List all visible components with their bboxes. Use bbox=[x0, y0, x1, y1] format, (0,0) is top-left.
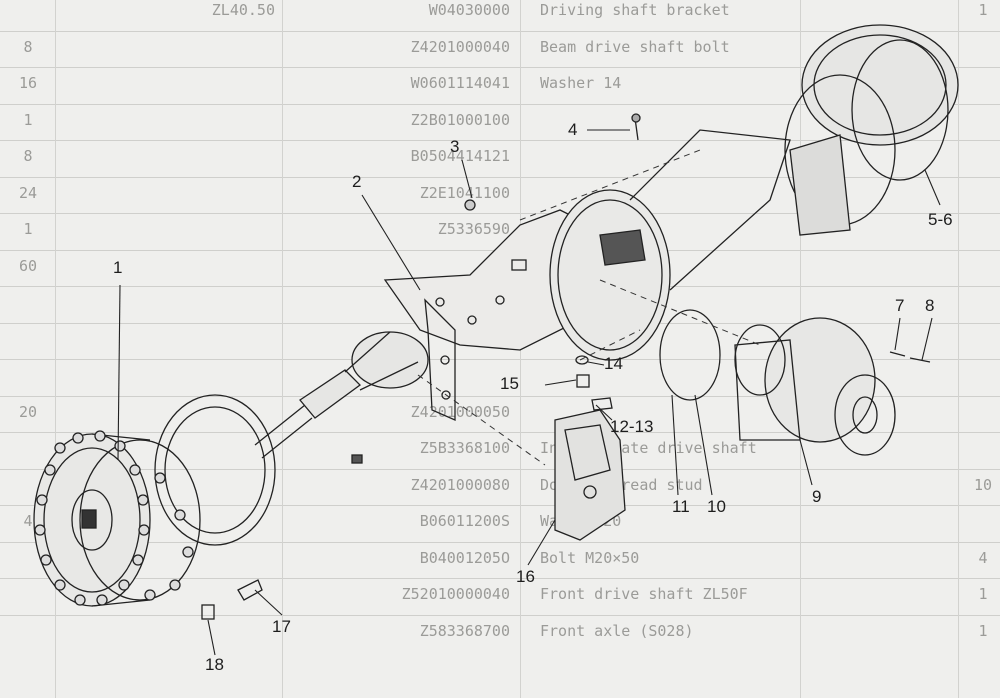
row-part-code: W0601114041 bbox=[410, 74, 510, 92]
row-part-code: Z5336590 bbox=[437, 220, 510, 238]
row-part-code: Z52010000040 bbox=[401, 585, 510, 603]
table-row: ZL40.50 W04030000 Driving shaft bracket 1 bbox=[0, 0, 1000, 31]
leader-lines bbox=[117, 129, 941, 656]
row-quantity-right: 4 bbox=[978, 548, 988, 567]
callout-11: 11 bbox=[672, 497, 690, 516]
row-part-code: B0504414121 bbox=[410, 147, 510, 165]
plug-part-3 bbox=[464, 199, 476, 211]
callout-15: 15 bbox=[500, 374, 519, 393]
gasket-ring bbox=[659, 309, 721, 401]
callout-12-13: 12-13 bbox=[610, 417, 654, 436]
row-part-code: Z2E1041100 bbox=[419, 183, 510, 202]
stud-part-17 bbox=[237, 579, 263, 601]
row-remark: ZL40.50 bbox=[211, 1, 275, 19]
table-divider bbox=[958, 0, 959, 698]
row-part-code: Z583368700 bbox=[419, 621, 510, 640]
callout-8: 8 bbox=[925, 296, 935, 315]
row-part-code: Z4201000050 bbox=[410, 402, 510, 421]
row-quantity-left: 8 bbox=[23, 147, 33, 165]
row-quantity-left: 1 bbox=[23, 110, 33, 129]
callout-3: 3 bbox=[450, 137, 460, 156]
table-divider bbox=[55, 0, 56, 698]
row-part-name: Front axle (S028) bbox=[540, 621, 694, 640]
callout-16: 16 bbox=[516, 567, 535, 586]
row-part-code: Z2B01000100 bbox=[410, 110, 510, 129]
row-quantity-left: 24 bbox=[18, 183, 38, 202]
callout-1: 1 bbox=[113, 258, 123, 277]
row-part-code: Z4201000040 bbox=[410, 37, 510, 56]
table-row: Z583368700 Front axle (S028) 1 bbox=[0, 614, 1000, 652]
row-quantity-left: 8 bbox=[23, 37, 33, 56]
nut-part-18 bbox=[201, 604, 215, 620]
table-row: 20 Z4201000050 bbox=[0, 395, 1000, 433]
bolt-part-7-8 bbox=[889, 351, 931, 363]
row-quantity-left: 16 bbox=[18, 74, 38, 92]
row-part-code: Z5B3368100 bbox=[419, 439, 510, 457]
table-row: 8 Z4201000040 Beam drive shaft bolt bbox=[0, 30, 1000, 68]
table-row: 16 W0601114041 Washer 14 bbox=[0, 67, 1000, 104]
row-part-name: Washer 14 bbox=[540, 74, 622, 92]
nut-part-15 bbox=[576, 374, 590, 388]
row-quantity-right: 1 bbox=[978, 621, 988, 640]
table-row: 8 B0504414121 bbox=[0, 140, 1000, 177]
table-row bbox=[0, 359, 1000, 396]
row-part-code: W04030000 bbox=[428, 1, 510, 19]
table-row: Z52010000040 Front drive shaft ZL50F 1 bbox=[0, 578, 1000, 615]
row-part-code: Z4201000080 bbox=[410, 475, 510, 494]
callout-2: 2 bbox=[352, 172, 362, 191]
callout-9: 9 bbox=[812, 487, 822, 506]
row-part-code: B04001205O bbox=[419, 548, 510, 567]
row-part-name: Driving shaft bracket bbox=[540, 1, 730, 19]
right-wheel-hub bbox=[784, 24, 959, 236]
axle-housing-center bbox=[549, 129, 791, 361]
row-quantity-left: 1 bbox=[23, 220, 33, 238]
table-row: 1 Z2B01000100 bbox=[0, 103, 1000, 141]
wheel-hub-assembly bbox=[33, 394, 276, 607]
callout-5-6: 5-6 bbox=[928, 210, 953, 229]
half-shaft bbox=[254, 331, 429, 459]
callout-14: 14 bbox=[604, 354, 623, 373]
table-row: 24 Z2E1041100 bbox=[0, 176, 1000, 214]
row-quantity-right: 1 bbox=[978, 585, 988, 603]
final-drive-carrier bbox=[734, 317, 896, 456]
row-part-name: Beam drive shaft bolt bbox=[540, 37, 730, 56]
brake-caliper bbox=[554, 409, 626, 541]
row-part-code: B06011200S bbox=[419, 512, 510, 530]
row-part-name: Front drive shaft ZL50F bbox=[540, 585, 748, 603]
bolt-part-12-13 bbox=[591, 397, 613, 411]
row-quantity-left: 20 bbox=[18, 402, 38, 421]
row-quantity-left: 60 bbox=[18, 256, 38, 275]
row-quantity-right: 10 bbox=[973, 475, 993, 494]
callout-18: 18 bbox=[205, 655, 224, 674]
washer-part-14 bbox=[575, 355, 589, 365]
row-quantity-left: 4 bbox=[23, 512, 33, 530]
callout-10: 10 bbox=[707, 497, 726, 516]
table-row: B04001205O Bolt M20×50 4 bbox=[0, 541, 1000, 579]
table-divider bbox=[282, 0, 283, 698]
callout-4: 4 bbox=[568, 120, 578, 139]
alignment-lines bbox=[417, 149, 761, 466]
row-quantity-right: 1 bbox=[978, 1, 988, 19]
hub-bolts bbox=[34, 430, 194, 606]
row-part-name: Bolt M20×50 bbox=[540, 548, 640, 567]
callout-17: 17 bbox=[272, 617, 291, 636]
callout-7: 7 bbox=[895, 296, 905, 315]
